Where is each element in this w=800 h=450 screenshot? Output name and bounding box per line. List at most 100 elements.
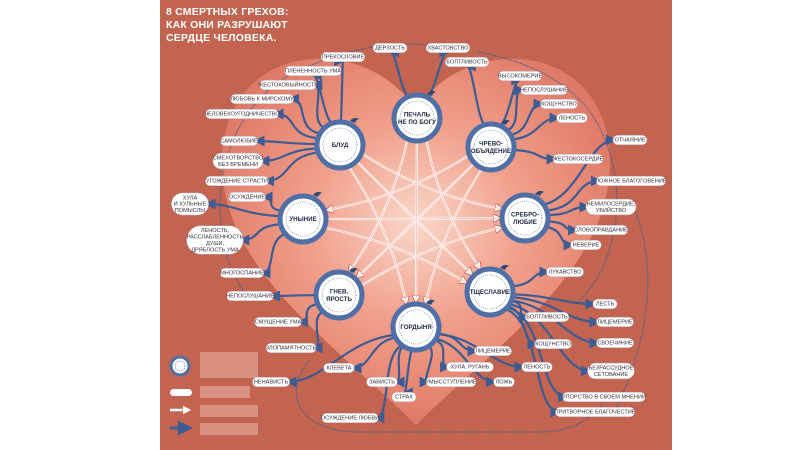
label-text-lest-0: ЛЕСТЬ (596, 302, 615, 308)
sin-ring-gordynya (390, 301, 442, 353)
label-pill-hula_rugan (446, 362, 494, 372)
label-upor: УПОРСТВО В СВОЕМ МНЕНИИ (562, 392, 646, 402)
label-pill-zlopamyatnost (265, 343, 317, 353)
label-text-lenost2-1: РАССЛАБЛЕННОСТЬ (187, 235, 244, 241)
sin-label-gordynya-0: ГОРДЫНЯ (400, 324, 432, 331)
label-pill-nemiloserdie (585, 198, 637, 216)
legend-text-2 (200, 386, 250, 398)
label-pill-zhestokovyinost (259, 80, 317, 90)
label-text-chelovekougodnichestvo-0: ЧЕЛОВЕКОУГОДНИЧЕСТВО (204, 112, 280, 118)
label-pill-boltlivost1 (444, 57, 490, 67)
label-text-otchayanie-0: ОТЧАЯНИЕ (614, 138, 645, 144)
label-text-zlopamyatnost-0: ЗЛОПАМЯТНОСТЬ (266, 346, 317, 352)
legend-text-3 (200, 405, 258, 417)
label-text-smehotvorstvo-1: БЕЗ ВРЕМЕНИ (218, 162, 258, 168)
cross-arrow-edge-chrevo-gnev (356, 163, 474, 278)
label-pill-zavist (366, 377, 398, 387)
label-text-slovopravdanie-0: СЛОВОПРАВДАНИЕ (574, 228, 628, 234)
label-pill-neposlushanie2 (226, 291, 274, 301)
label-text-bezrassudnoe-0: БЕЗРАССУДНОЕ (589, 366, 634, 372)
label-text-bezrassudnoe-1: СЕТОВАНИЕ (594, 372, 629, 378)
label-pill-kleveta (323, 363, 355, 373)
label-pill-koshchunstvo1 (540, 99, 578, 109)
sin-inner-ring-unynie (285, 201, 321, 237)
link-blud-samolyubie (253, 135, 320, 147)
label-pill-ugozhdenie (205, 176, 269, 186)
label-pill-mnogospanie (219, 268, 265, 278)
label-zhestokovyinost: ЖЕСТОКОВЫЙНОСТЬ (258, 80, 318, 90)
label-licemerie1: ЛИЦЕМЕРИЕ (596, 317, 634, 327)
label-pill-lenost1 (556, 113, 588, 123)
label-pill-hvastovstvo (425, 43, 471, 53)
label-neposlushanie1: НЕПОСЛУШАНИЕ (520, 85, 568, 95)
label-plenennost: ПЛЕНЕННОСТЬ УМА (284, 66, 342, 76)
sin-creature-icon-gnev (349, 267, 358, 273)
sin-creature-icon-tsheslavie (500, 264, 509, 270)
legend (169, 352, 258, 436)
label-ugozhdenie: УГОЖДЕНИЕ СТРАСТИ (205, 176, 269, 186)
label-licemerie2: ЛИЦЕМЕРИЕ (474, 346, 512, 356)
label-text-zhestokoserdie-0: ЖЕСТОКОСЕРДИЕ (553, 157, 604, 163)
label-vysokomerie: ВЫСОКОМЕРИЕ (497, 71, 543, 81)
title-line-2: КАК ОНИ РАЗРУШАЮТ (166, 19, 288, 31)
sin-node-gordynya: ГОРДЫНЯ (390, 299, 442, 353)
label-text-nenavist-0: НЕНАВИСТЬ (254, 380, 289, 386)
cross-arrow-edge-pechal-gordynya (415, 142, 418, 302)
label-chelovekougodnichestvo: ЧЕЛОВЕКОУГОДНИЧЕСТВО (204, 109, 280, 119)
label-text-osuzhdenie-0: ОСУЖДЕНИЕ (229, 195, 266, 201)
sin-ring-pechal (391, 92, 443, 144)
link-unynie-mnogospanie (259, 232, 288, 279)
label-pill-neposlushanie1 (520, 85, 568, 95)
label-text-ugozhdenie-0: УГОЖДЕНИЕ СТРАСТИ (206, 179, 268, 185)
sins-diagram: 8 СМЕРТНЫХ ГРЕХОВ: КАК ОНИ РАЗРУШАЮТ СЕР… (160, 0, 672, 450)
legend-sin-icon (169, 355, 191, 377)
sin-ring-chrevo (465, 121, 517, 173)
label-pill-upor (562, 392, 646, 402)
label-otchayanie: ОТЧАЯНИЕ (612, 135, 648, 145)
sin-label-pechal-0: ПЕЧАЛЬ (404, 112, 431, 119)
sin-label-unynie-0: УНЫНИЕ (289, 216, 316, 223)
label-text-neposlushanie1-0: НЕПОСЛУШАНИЕ (520, 88, 568, 94)
label-pill-lukavstvo (546, 267, 584, 277)
label-pill-smehotvorstvo (212, 152, 264, 170)
label-pill-vysokomerie (497, 71, 543, 81)
label-text-neposlushanie2-0: НЕПОСЛУШАНИЕ (226, 294, 274, 300)
label-umyssustuplenie: УМЫССТУПЛЕНИЕ (425, 377, 477, 387)
infographic-poster: 8 СМЕРТНЫХ ГРЕХОВ: КАК ОНИ РАЗРУШАЮТ СЕР… (160, 0, 672, 450)
sin-inner-ring-gordynya (398, 309, 434, 345)
label-pill-licemerie1 (596, 317, 634, 327)
label-pill-boltlivost2 (524, 312, 570, 322)
label-nenavist: НЕНАВИСТЬ (252, 377, 290, 387)
cross-arrow-edge-chrevo-unynie (326, 155, 469, 211)
sin-ring-srebro (499, 192, 551, 244)
label-pill-lozhnoe (595, 176, 667, 186)
label-boltlivost2: БОЛТЛИВОСТЬ (524, 312, 570, 322)
label-text-lozh-0: ЛОЖЬ (496, 380, 513, 386)
label-text-mnogospanie-0: МНОГОСПАНИЕ (220, 271, 264, 277)
label-text-lozhnoe-0: ЛОЖНОЕ БЛАГОГОВЕНИЕ (595, 179, 666, 185)
legend-text-4 (200, 423, 258, 435)
outer-arc-4 (614, 199, 649, 411)
label-pill-strah (391, 392, 417, 402)
link-blud-smehotvorstvo (258, 147, 320, 167)
label-pill-svoechinie (596, 338, 634, 348)
label-pill-lenost2 (186, 225, 244, 255)
label-pill-slovopravdanie (574, 225, 629, 235)
link-srebro-lozhnoe (544, 175, 602, 212)
sin-label-chrevo-0: ЧРЕВО- (479, 141, 503, 148)
sin-label-pechal-1: НЕ ПО БОГУ (398, 119, 436, 126)
label-pill-osuzhdenie (228, 192, 266, 202)
label-text-lenost2-2: ДУШИ, (206, 241, 225, 247)
cross-arrow-edge-blud-gordynya (349, 167, 407, 304)
label-kleveta: КЛЕВЕТА (323, 363, 355, 373)
label-zhestokoserdie: ЖЕСТОКОСЕРДИЕ (552, 154, 604, 164)
label-pill-nenavist (252, 377, 290, 387)
link-gordynya-kleveta (350, 336, 398, 374)
title-line-3: СЕРДЦЕ ЧЕЛОВЕКА. (166, 32, 277, 44)
label-pill-neverie (570, 240, 602, 250)
outer-arc-2 (477, 51, 618, 301)
label-text-lenost2-0: ЛЕНОСТЬ, (201, 228, 230, 234)
